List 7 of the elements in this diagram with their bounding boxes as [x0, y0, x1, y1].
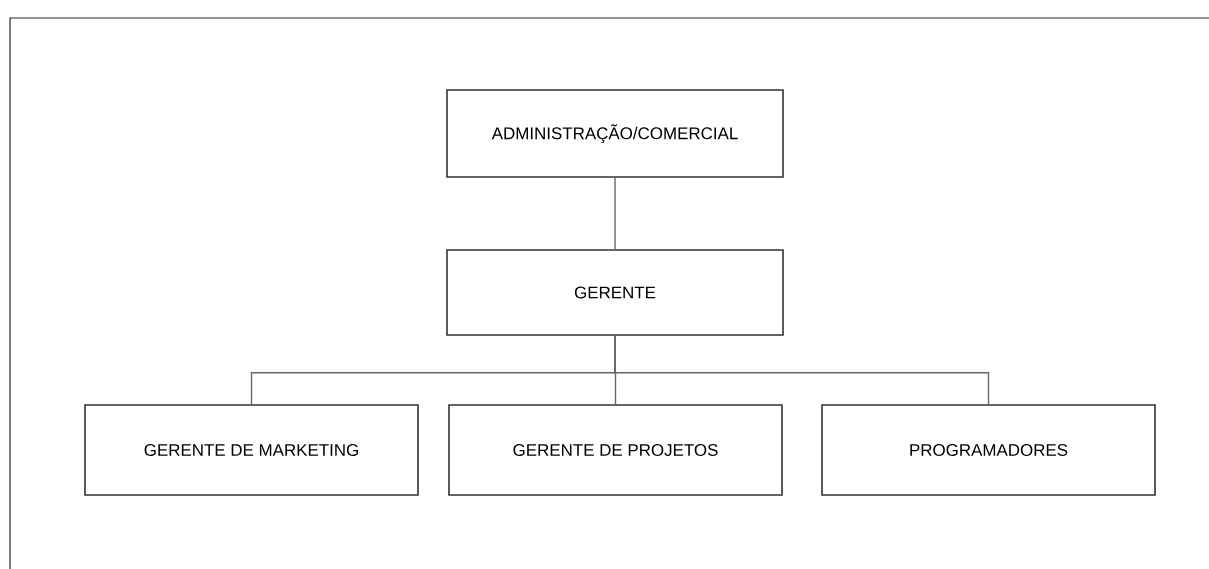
org-box: ADMINISTRAÇÃO/COMERCIAL — [446, 89, 784, 178]
org-box: GERENTE — [446, 249, 784, 336]
org-box: PROGRAMADORES — [821, 404, 1156, 496]
org-box: GERENTE DE PROJETOS — [448, 404, 783, 496]
connector-line — [614, 177, 616, 250]
connector-line — [614, 335, 990, 405]
org-box: GERENTE DE MARKETING — [84, 404, 419, 496]
